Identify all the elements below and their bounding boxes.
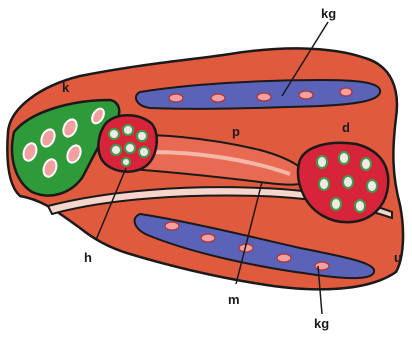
label-d: d bbox=[342, 120, 350, 135]
label-m: m bbox=[228, 292, 240, 307]
red-cell bbox=[331, 198, 341, 210]
red-cell bbox=[111, 145, 121, 155]
vessel-cell bbox=[340, 88, 352, 96]
label-kg-bottom: kg bbox=[314, 316, 329, 331]
vessel-cell bbox=[169, 94, 183, 102]
red-cell bbox=[367, 180, 377, 192]
vessel-cell bbox=[315, 262, 329, 270]
label-kg-top: kg bbox=[321, 6, 336, 21]
red-cell bbox=[339, 152, 349, 164]
label-u: u bbox=[394, 250, 402, 265]
red-cell bbox=[319, 178, 329, 190]
red-cell bbox=[361, 158, 371, 170]
red-cell bbox=[317, 156, 327, 168]
label-p: p bbox=[232, 124, 240, 139]
vessel-cell bbox=[165, 222, 179, 230]
red-cell bbox=[109, 129, 119, 139]
red-cell bbox=[343, 176, 353, 188]
vessel-cell bbox=[211, 94, 225, 102]
red-cell bbox=[139, 147, 149, 157]
vessel-cell bbox=[257, 93, 271, 101]
vessel-cell bbox=[201, 234, 215, 242]
vessel-cell bbox=[299, 91, 313, 99]
red-cell bbox=[137, 131, 147, 141]
label-h: h bbox=[84, 250, 92, 265]
label-k: k bbox=[62, 80, 70, 95]
red-cell bbox=[123, 125, 133, 135]
red-cell bbox=[125, 143, 135, 153]
red-cell bbox=[355, 200, 365, 212]
vessel-cell bbox=[277, 254, 291, 262]
red-cell bbox=[122, 158, 130, 166]
